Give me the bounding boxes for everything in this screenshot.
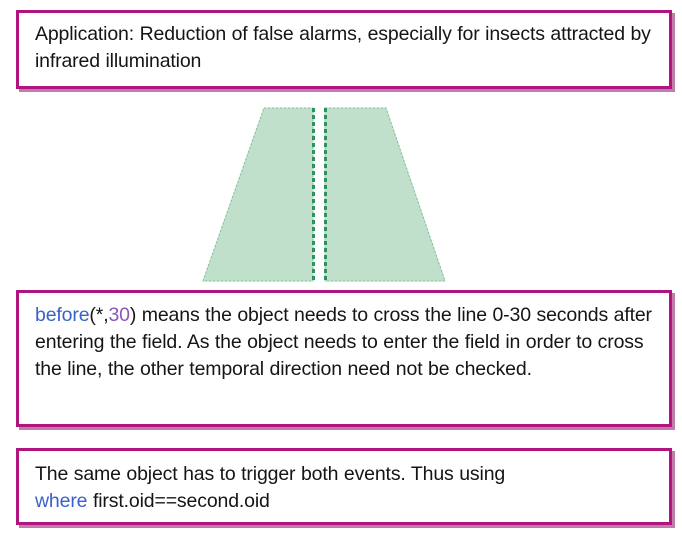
- before-close-paren: ): [129, 304, 137, 326]
- before-duration: 30: [108, 304, 130, 326]
- where-keyword: where: [35, 490, 88, 512]
- application-line-1: Application: Reduction of false alarms, …: [35, 23, 480, 45]
- right-field-trapezoid: [324, 107, 446, 282]
- application-text: Application: Reduction of false alarms, …: [35, 21, 659, 75]
- before-keyword: before: [35, 304, 90, 326]
- where-expression: first.oid==second.oid: [92, 490, 270, 512]
- left-field-trapezoid: [202, 107, 314, 282]
- callout-before-semantics: before(*,30) means the object needs to c…: [16, 290, 672, 427]
- before-text: before(*,30) means the object needs to c…: [35, 302, 659, 383]
- where-text: The same object has to trigger both even…: [35, 461, 659, 515]
- application-line-2: insects attracted by infrared illuminati…: [35, 23, 651, 72]
- left-field-trapezoid-outline: [202, 107, 314, 282]
- where-line-1: The same object has to trigger both even…: [35, 463, 506, 485]
- before-open-paren: (*,: [89, 304, 109, 326]
- callout-application: Application: Reduction of false alarms, …: [16, 10, 672, 89]
- before-body: means the object needs to cross the line…: [35, 304, 652, 380]
- field-of-view-diagram: [190, 100, 470, 290]
- callout-where-clause: The same object has to trigger both even…: [16, 448, 672, 525]
